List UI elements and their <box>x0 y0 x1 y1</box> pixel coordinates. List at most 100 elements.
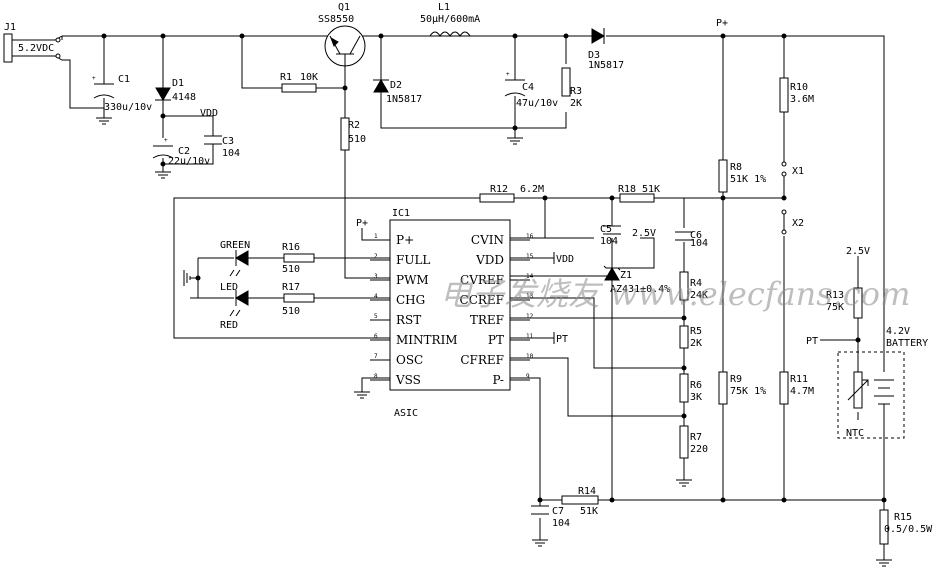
label-d1: D1 <box>172 78 184 89</box>
label-x1: X1 <box>792 166 804 177</box>
ic-pin-number: 15 <box>526 253 534 260</box>
value-r6: 3K <box>690 392 702 403</box>
value-r11: 4.7M <box>790 386 814 397</box>
label-r14: R14 <box>578 486 596 497</box>
label-z1: Z1 <box>620 270 632 281</box>
value-d2: 1N5817 <box>386 94 422 105</box>
ic-pin-name: PT <box>488 333 504 347</box>
label-2v5-b: 2.5V <box>846 246 870 257</box>
value-c4: 47u/10v <box>516 98 558 109</box>
label-r10: R10 <box>790 82 808 93</box>
label-c2: C2 <box>178 146 190 157</box>
resistor-r10: R10 3.6M <box>779 77 814 113</box>
label-r5: R5 <box>690 326 702 337</box>
label-x2: X2 <box>792 218 804 229</box>
value-r18: 51K <box>642 184 660 195</box>
ic-pin-name: VDD <box>475 253 504 267</box>
value-c2: 22u/10v <box>168 156 210 167</box>
battery-icon: 4.2V BATTERY <box>874 326 928 420</box>
label-r18: R18 <box>618 184 636 195</box>
ic-pin-name: P- <box>493 373 504 387</box>
value-c3: 104 <box>222 148 240 159</box>
label-net-pt: PT <box>556 334 568 345</box>
ic-pin-number: 6 <box>374 333 378 340</box>
capacitor-c2: + C2 22u/10v <box>152 137 210 167</box>
led-green-icon <box>229 250 249 277</box>
ic-pin-number: 16 <box>526 233 534 240</box>
resistor-r8: R8 51K 1% <box>718 159 766 193</box>
label-pt: PT <box>806 336 818 347</box>
label-r13: R13 <box>826 290 844 301</box>
resistor-r3: R3 2K <box>561 67 582 109</box>
jumper-x1: X1 <box>781 161 804 177</box>
net-vdd: VDD <box>510 252 574 265</box>
value-c6: 104 <box>690 238 708 249</box>
value-r2: 510 <box>348 134 366 145</box>
ic-pin-name: PWM <box>396 273 429 287</box>
label-c3: C3 <box>222 136 234 147</box>
ic-pin-name: OSC <box>396 353 423 367</box>
value-l1: 50µH/600mA <box>420 14 480 25</box>
ic-pin-number: 5 <box>374 313 378 320</box>
label-vdd: VDD <box>200 108 218 119</box>
ic-pin-name: RST <box>396 313 421 327</box>
label-led: LED <box>220 282 238 293</box>
value-z1: AZ431±0.4% <box>610 284 670 295</box>
value-r17: 510 <box>282 306 300 317</box>
label-r7: R7 <box>690 432 702 443</box>
ic-pin-number: 1 <box>374 233 378 240</box>
label-r16: R16 <box>282 242 300 253</box>
ic-pin-name: CVIN <box>471 233 504 247</box>
capacitor-c4: + C4 47u/10v <box>504 71 558 109</box>
resistor-r14: R14 51K <box>561 486 599 517</box>
label-r4: R4 <box>690 278 702 289</box>
label-d2: D2 <box>390 80 402 91</box>
label-l1: L1 <box>438 2 450 13</box>
value-r5: 2K <box>690 338 702 349</box>
diode-d2: D2 1N5817 <box>373 79 422 105</box>
diode-d3: D3 1N5817 <box>588 28 624 71</box>
ic-pin-name: CCREF <box>460 293 504 307</box>
resistor-r4: R4 24K <box>679 271 708 301</box>
ground-icon <box>876 559 892 567</box>
capacitor-c7: C7 104 <box>531 505 570 529</box>
resistor-r7: R7 220 <box>679 425 708 459</box>
capacitor-c6: C6 104 <box>675 230 708 249</box>
jumper-x2: X2 <box>781 209 804 235</box>
value-r16: 510 <box>282 264 300 275</box>
ic-pin-number: 4 <box>374 293 378 300</box>
value-r1: 10K <box>300 72 318 83</box>
label-r1: R1 <box>280 72 292 83</box>
resistor-r6: R6 3K <box>679 373 702 403</box>
value-c7: 104 <box>552 518 570 529</box>
capacitor-c1: + C1 330u/10v <box>92 74 152 113</box>
value-c1: 330u/10v <box>104 102 152 113</box>
ground-icon <box>354 391 370 399</box>
ic-pin-number: 7 <box>374 353 378 360</box>
label-r9: R9 <box>730 374 742 385</box>
ground-icon <box>532 539 548 547</box>
jack-j1: J1 5.2VDC <box>3 22 61 63</box>
label-green: GREEN <box>220 240 250 251</box>
value-r9: 75K 1% <box>730 386 766 397</box>
label-net-vdd: VDD <box>556 254 574 265</box>
resistor-r11: R11 4.7M <box>779 371 814 405</box>
ic-pin-number: 12 <box>526 313 534 320</box>
label-r15: R15 <box>894 512 912 523</box>
wires <box>12 35 885 560</box>
label-batt2: BATTERY <box>886 338 928 349</box>
label-r2: R2 <box>348 120 360 131</box>
ground-icon <box>96 117 112 125</box>
label-ic1: IC1 <box>392 208 410 219</box>
value-r14: 51K <box>580 506 598 517</box>
led-red-icon <box>229 290 249 317</box>
resistor-r13: R13 75K <box>826 287 863 319</box>
ic-pin-number: 13 <box>526 293 534 300</box>
label-c7: C7 <box>552 506 564 517</box>
transistor-q1: Q1 SS8550 <box>318 2 366 68</box>
label-j1: J1 <box>4 22 16 33</box>
resistor-r5: R5 2K <box>679 325 702 349</box>
label-pin-pplus: P+ <box>356 218 368 229</box>
label-r17: R17 <box>282 282 300 293</box>
